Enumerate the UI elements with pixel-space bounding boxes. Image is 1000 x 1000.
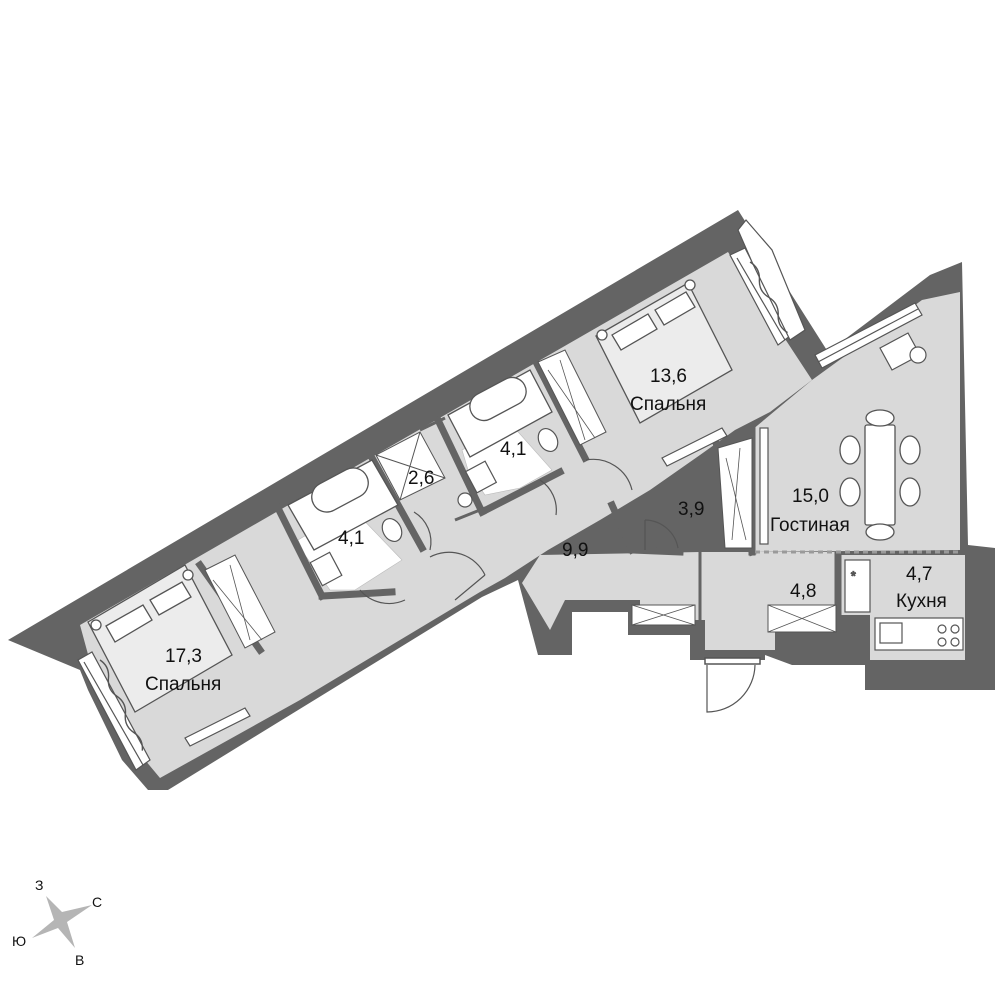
sinks [309,460,498,587]
bathroom-1-area: 4,1 [338,528,364,549]
desk [879,332,927,371]
entry-floor [522,552,840,650]
living-room-area: 15,0 [792,486,829,507]
kitchen-counter: * [844,559,964,651]
closet-box [375,431,446,501]
bed-small [595,279,733,424]
bedroom-small-name: Спальня [630,394,706,415]
bathtub-1 [287,459,399,551]
bed-large [87,564,233,713]
bedroom-large-area: 17,3 [165,646,202,667]
wardrobe-hatching [212,359,837,641]
room-labels: 17,3 Спальня 13,6 Спальня 15,0 Гостиная … [145,366,947,695]
wardrobe-area: 3,9 [678,499,704,520]
bedroom-small-area: 13,6 [650,366,687,387]
door-swings [359,458,756,713]
living-room-name: Гостиная [770,515,850,536]
compass-east: В [75,952,84,968]
compass: З С Ю В [12,877,102,968]
hall-area: 9,9 [562,540,588,561]
kitchen-area: 4,7 [906,564,932,585]
compass-star-icon [32,896,92,948]
kitchen-name: Кухня [896,591,947,612]
toilets [381,427,559,543]
dining-table [839,409,921,541]
compass-south: Ю [12,933,26,949]
wardrobe-living [717,437,753,549]
closet-area: 2,6 [408,468,434,489]
balcony-glazing-top [737,219,806,341]
radiators [184,427,769,747]
compass-west: З [35,877,43,893]
curtains [99,261,788,751]
interior-walls-thin [419,416,960,655]
entry-door [704,657,761,665]
windows [77,219,923,771]
svg-text:*: * [851,569,856,583]
bathtub-2 [447,369,553,458]
bathroom-2-area: 4,1 [500,439,526,460]
entry-area: 4,8 [790,581,816,602]
window-bedroom-large [77,651,151,771]
compass-north: С [92,894,102,910]
bedroom-large-name: Спальня [145,674,221,695]
